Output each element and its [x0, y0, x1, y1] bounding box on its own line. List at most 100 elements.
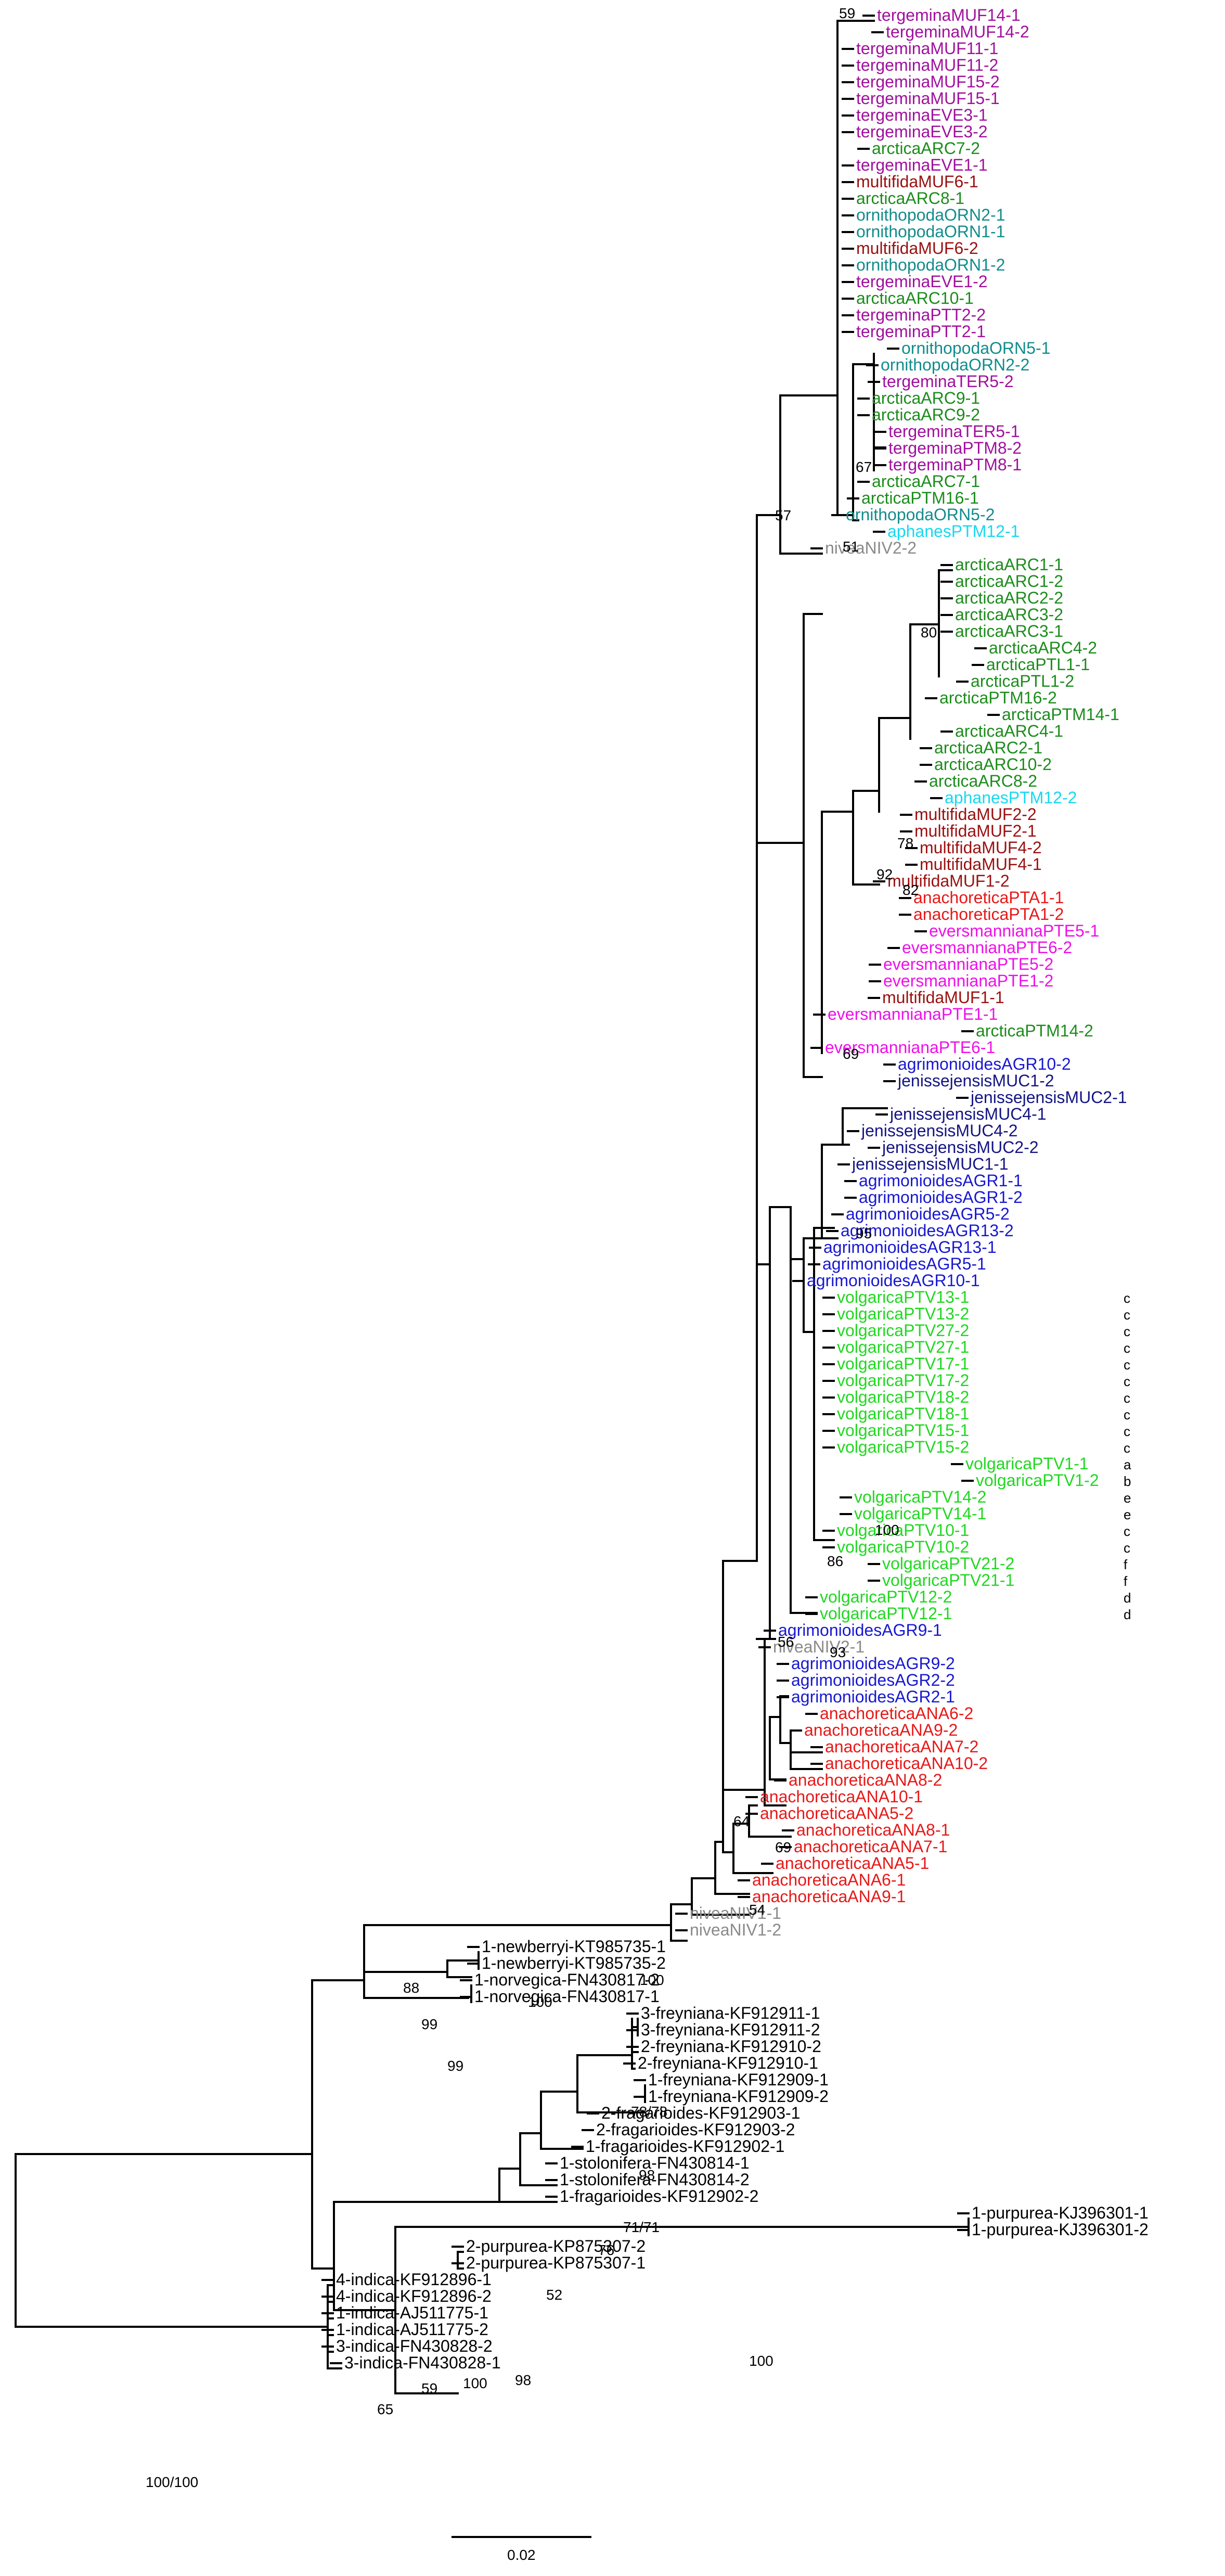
haplotype-letter: c: [1124, 1357, 1130, 1373]
support-value: 65: [377, 2401, 393, 2417]
haplotype-letter: b: [1124, 1473, 1131, 1489]
tip-label: anachoreticaANA6-2: [820, 1704, 973, 1723]
support-value: 100: [528, 1994, 552, 2010]
tip-label: arcticaPTL1-2: [971, 672, 1074, 690]
tip-label: multifidaMUF4-1: [920, 855, 1042, 874]
tip-label: tergeminaPTM8-1: [888, 455, 1022, 474]
support-value: 92: [876, 866, 893, 882]
support-value: 59: [421, 2380, 437, 2396]
tip-label: 2-freyniana-KF912910-1: [638, 2054, 818, 2072]
support-value: 69: [775, 1839, 791, 1855]
tip-label: arcticaARC4-1: [955, 722, 1063, 740]
haplotype-letter: c: [1124, 1407, 1130, 1422]
tip-label: volgaricaPTV13-2: [837, 1304, 969, 1323]
support-value: 100: [875, 1522, 899, 1538]
tip-label: ornithopodaORN5-1: [901, 339, 1050, 357]
tip-label: volgaricaPTV15-1: [837, 1421, 969, 1440]
support-value: 59: [839, 5, 855, 21]
tip-label: niveaNIV1-2: [690, 1920, 781, 1939]
tip-label: tergeminaEVE1-2: [856, 272, 988, 291]
tip-label: arcticaARC3-1: [955, 622, 1063, 640]
haplotype-letter: c: [1124, 1290, 1130, 1306]
tip-label: 4-indica-KF912896-2: [336, 2287, 492, 2305]
tip-label: eversmannianaPTE1-1: [828, 1005, 998, 1023]
tip-label: tergeminaMUF11-1: [856, 39, 998, 58]
tip-label: jenissejensisMUC2-1: [970, 1088, 1127, 1107]
tip-label: arcticaPTM14-1: [1002, 705, 1119, 724]
tip-label: jenissejensisMUC2-2: [882, 1138, 1039, 1157]
tip-label: eversmannianaPTE6-1: [825, 1038, 995, 1057]
tip-label: ornithopodaORN5-2: [846, 505, 995, 524]
scale-bar-label: 0.02: [507, 2547, 536, 2563]
haplotype-letter: c: [1124, 1440, 1130, 1456]
tip-label: niveaNIV2-1: [773, 1637, 865, 1656]
tip-label: arcticaARC8-1: [856, 189, 964, 208]
tip-label: anachoreticaANA10-1: [760, 1787, 923, 1806]
support-value: 51: [843, 539, 859, 555]
tip-label: agrimonioidesAGR1-1: [859, 1171, 1023, 1190]
tip-label: 3-freyniana-KF912911-1: [641, 2004, 820, 2022]
tip-label: volgaricaPTV12-1: [820, 1604, 952, 1623]
support-value: 88: [403, 1980, 419, 1996]
tip-label: jenissejensisMUC1-1: [852, 1155, 1009, 1173]
support-value: 56: [778, 1634, 794, 1650]
haplotype-letter: d: [1124, 1607, 1131, 1622]
tip-label: tergeminaMUF14-2: [886, 22, 1029, 41]
tip-label: volgaricaPTV18-2: [837, 1388, 969, 1406]
haplotype-letter: c: [1124, 1374, 1130, 1389]
tip-label: arcticaARC2-1: [934, 738, 1042, 757]
tip-label: multifidaMUF1-2: [887, 872, 1010, 890]
tip-label: tergeminaMUF15-1: [856, 89, 1000, 108]
tip-label: anachoreticaANA5-2: [760, 1804, 913, 1823]
tip-label: 3-freyniana-KF912911-2: [641, 2020, 820, 2039]
tip-label: arcticaPTM14-2: [976, 1021, 1093, 1040]
tip-label: volgaricaPTV17-1: [837, 1354, 969, 1373]
tip-label: agrimonioidesAGR13-1: [823, 1238, 997, 1257]
tip-label: agrimonioidesAGR13-2: [841, 1221, 1014, 1240]
support-value: 78/78: [631, 2104, 667, 2120]
tip-label: 2-freyniana-KF912910-2: [641, 2037, 821, 2056]
support-value: 98: [639, 2167, 655, 2183]
tip-label: 1-stolonifera-FN430814-2: [560, 2170, 750, 2189]
tip-label: volgaricaPTV21-1: [882, 1571, 1014, 1590]
tip-label: eversmannianaPTE5-2: [883, 955, 1053, 973]
haplotype-letter: d: [1124, 1590, 1131, 1606]
tip-label: arcticaARC1-2: [955, 572, 1063, 591]
support-value: 69: [843, 1046, 859, 1062]
tip-label: agrimonioidesAGR10-2: [898, 1055, 1071, 1073]
tip-label: volgaricaPTV13-1: [837, 1288, 969, 1306]
haplotype-letter: c: [1124, 1424, 1130, 1439]
tip-label: tergeminaMUF11-2: [856, 56, 998, 74]
tip-label: agrimonioidesAGR9-2: [791, 1654, 955, 1673]
tip-label: volgaricaPTV12-2: [820, 1587, 952, 1606]
tip-label: tergeminaTER5-2: [882, 372, 1014, 391]
tip-label: 2-fragarioides-KF912903-2: [596, 2120, 795, 2139]
haplotype-letter: f: [1124, 1573, 1128, 1589]
tip-label: volgaricaPTV10-1: [837, 1521, 969, 1540]
haplotype-letter: e: [1124, 1490, 1131, 1506]
tip-label: arcticaARC9-2: [872, 405, 980, 424]
tip-label: agrimonioidesAGR5-2: [846, 1204, 1010, 1223]
tip-label: jenissejensisMUC4-2: [861, 1121, 1018, 1140]
tip-label: ornithopodaORN2-2: [881, 355, 1029, 374]
tip-label: arcticaARC4-2: [989, 638, 1097, 657]
support-value: 57: [775, 507, 791, 523]
support-value: 100/100: [146, 2474, 198, 2490]
tip-label: arcticaARC7-2: [872, 139, 980, 158]
support-value: 100: [749, 2353, 773, 2369]
tip-label: multifidaMUF2-1: [914, 822, 1037, 840]
tip-label: multifidaMUF6-1: [856, 172, 978, 191]
support-value: 99: [421, 2016, 437, 2032]
support-value: 93: [830, 1644, 846, 1660]
tip-label: volgaricaPTV14-2: [854, 1488, 986, 1506]
tip-label: 1-norvegica-FN430817-2: [474, 1970, 660, 1989]
tip-label: multifidaMUF1-1: [882, 988, 1004, 1007]
tip-label: 2-fragarioides-KF912903-1: [601, 2104, 800, 2122]
support-value: 82: [902, 882, 919, 898]
tip-label: anachoreticaANA10-2: [825, 1754, 988, 1773]
tip-label: anachoreticaPTA1-1: [913, 888, 1064, 907]
support-value: 71/71: [623, 2219, 660, 2235]
tip-label: agrimonioidesAGR10-1: [807, 1271, 980, 1290]
support-value: 100: [463, 2375, 487, 2391]
tip-label: 3-indica-FN430828-2: [336, 2337, 493, 2355]
